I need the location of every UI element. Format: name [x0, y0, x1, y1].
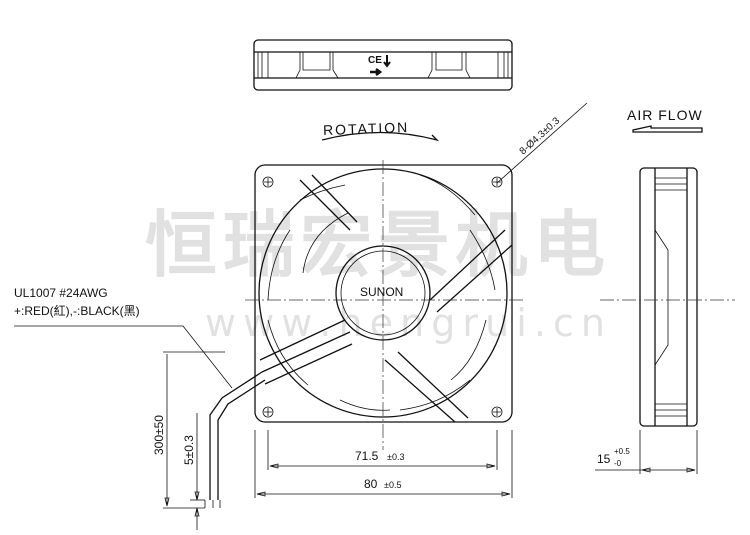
arrow-down-icon [383, 55, 391, 68]
rotation-label: ROTATION [323, 119, 410, 138]
brand-label: SUNON [360, 285, 403, 299]
wire-leader [14, 325, 233, 389]
dim-frame: 80 [364, 477, 378, 491]
dim-lead-length: 300±50 [152, 415, 166, 455]
hole-leader [496, 102, 588, 184]
wire-spec-line2: +:RED(紅),-:BLACK(黑) [14, 304, 140, 318]
hole-spec: 8-Ø4.3±0.3 [518, 115, 563, 157]
dim-thickness-tol-minus: -0 [614, 459, 622, 468]
dim-frame-tol: ±0.5 [384, 480, 401, 490]
arrow-right-icon [370, 68, 383, 76]
dim-hole-pitch: 71.5 [355, 449, 379, 463]
dim-thickness: 15 [597, 452, 611, 466]
watermark-cn: 恒瑞宏景机电 [145, 203, 605, 287]
mount-holes [262, 176, 503, 418]
dim-strip-length: 5±0.3 [182, 435, 196, 465]
dim-hole-pitch-tol: ±0.3 [387, 452, 404, 462]
dim-thickness-tol-plus: +0.5 [614, 447, 630, 456]
dimensions: 71.5 ±0.3 80 ±0.5 300±50 5±0.3 15 +0.5 -… [152, 351, 698, 530]
wire-spec-line1: UL1007 #24AWG [14, 286, 108, 300]
front-view: SUNON [245, 160, 525, 450]
ce-mark: CE [368, 55, 382, 66]
side-view [600, 167, 735, 427]
top-view: CE [253, 39, 513, 91]
airflow-label: AIR FLOW [627, 107, 703, 123]
rotation-arrow [321, 131, 440, 142]
lead-wires [204, 371, 266, 508]
watermark-url: w w w . h e n g r u i . c n [205, 301, 605, 345]
airflow-arrow-icon [632, 125, 703, 133]
